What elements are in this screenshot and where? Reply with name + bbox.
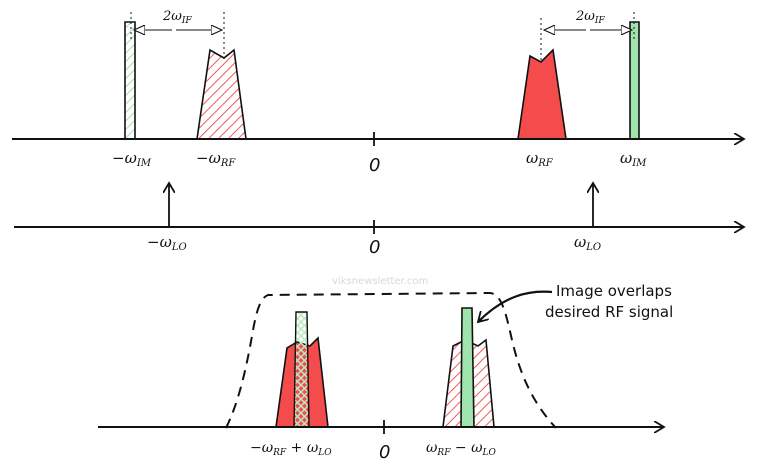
neg-image-tone	[124, 21, 136, 140]
lo-panel: −ωLO 0 ωLO	[14, 183, 744, 258]
neg-rf-band	[196, 48, 247, 140]
top-panel: 2ωIF 2ωIF −ωIM −ωRF 0 ωRF ωIM	[12, 9, 744, 176]
neg-w-rf-label: −ωRF	[196, 149, 236, 169]
w-rf-label: ωRF	[526, 149, 554, 169]
mid-zero-label: 0	[369, 237, 380, 258]
annotation-arrow	[478, 290, 553, 322]
w-lo-label: ωLO	[574, 233, 601, 253]
watermark: viksnewsletter.com	[332, 276, 428, 287]
rf-band	[517, 48, 567, 140]
w-im-label: ωIM	[620, 149, 647, 169]
bottom-panel: Image overlaps desired RF signal −ωRF + …	[98, 282, 673, 463]
neg-if-image-tone	[293, 311, 310, 428]
image-tone	[629, 21, 640, 140]
bottom-zero-label: 0	[379, 442, 390, 463]
top-zero-label: 0	[369, 155, 380, 176]
if-filter-outline	[225, 291, 557, 429]
if-image-tone	[460, 307, 475, 428]
neg-w-im-label: −ωIM	[112, 149, 152, 169]
left-2wif-label: 2ωIF	[162, 9, 192, 26]
annotation-line-2: desired RF signal	[545, 303, 673, 321]
neg-if-label: −ωRF + ωLO	[250, 440, 332, 458]
neg-w-lo-label: −ωLO	[147, 233, 187, 253]
annotation-line-1: Image overlaps	[556, 282, 672, 300]
if-label: ωRF − ωLO	[426, 440, 496, 458]
right-2wif-label: 2ωIF	[575, 9, 605, 26]
